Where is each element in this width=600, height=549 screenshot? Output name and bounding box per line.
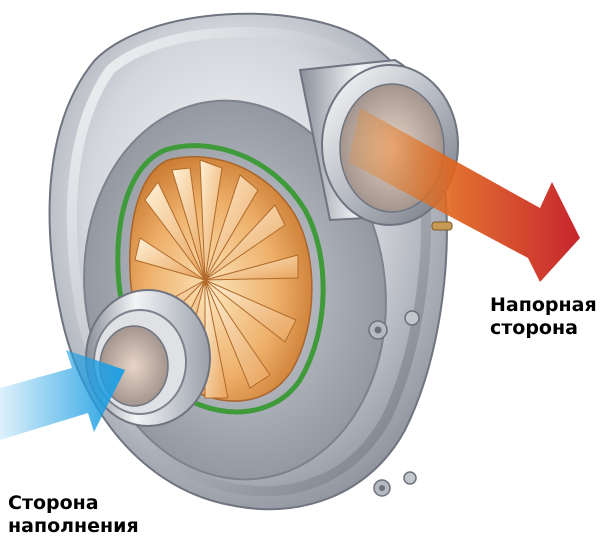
pressure-arrow-icon [348,108,580,282]
pressure-side-label-line2: сторона [490,317,578,339]
gasket [115,143,326,415]
pressure-side-label: Напорная сторона [490,294,597,340]
intake-arrow-icon [0,350,125,440]
bolt-icon [403,471,417,485]
intake-side-label: Сторона наполнения [8,492,139,538]
pressure-side-label-line1: Напорная [490,294,597,316]
bolt-icon [373,479,391,497]
intake-side-label-line2: наполнения [8,515,139,537]
bolt-icon [404,310,420,326]
intake-side-label-line1: Сторона [8,492,99,514]
bolt-icon [368,320,388,340]
inlet-pipe [85,289,211,427]
